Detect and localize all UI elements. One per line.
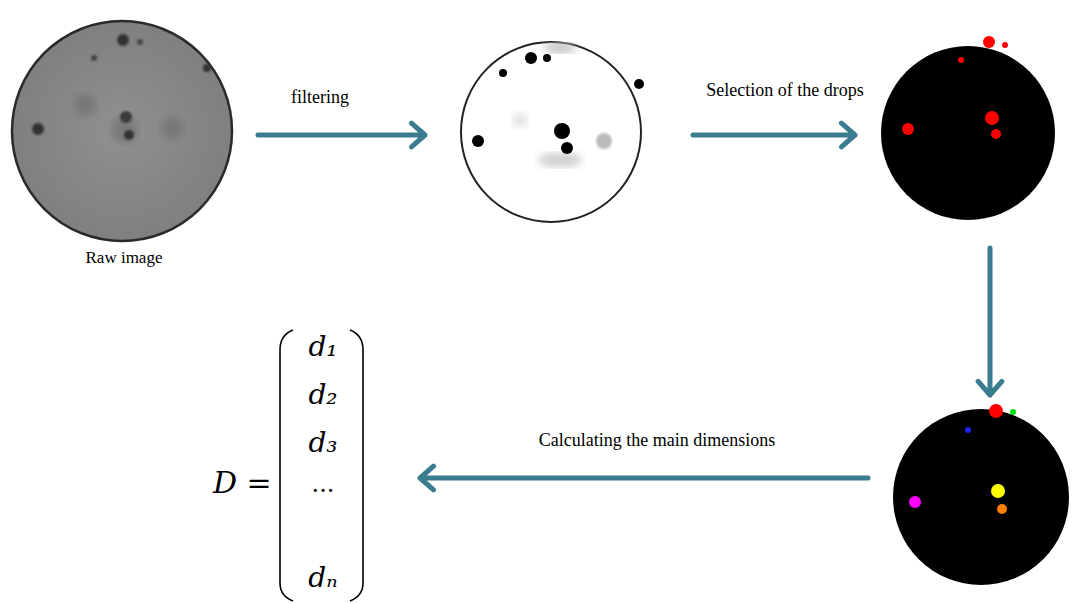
raw-image bbox=[12, 21, 232, 241]
labelled-image-node bbox=[893, 405, 1070, 590]
flow-arrow bbox=[978, 248, 1002, 395]
drop-spot bbox=[881, 46, 1055, 220]
drop-spot bbox=[472, 135, 484, 147]
drop-spot bbox=[124, 130, 134, 140]
drop-spot bbox=[461, 42, 641, 222]
matrix-entry: dₙ bbox=[283, 561, 363, 595]
matrix-entry: ... bbox=[283, 470, 363, 499]
drop-spot bbox=[989, 404, 1003, 418]
step-label: Calculating the main dimensions bbox=[537, 430, 777, 451]
drop-spot bbox=[137, 39, 143, 45]
flow-arrow bbox=[693, 123, 855, 147]
flow-arrow bbox=[258, 123, 425, 147]
filtered-image bbox=[461, 42, 644, 222]
drop-spot bbox=[91, 55, 97, 61]
drop-spot bbox=[909, 496, 921, 508]
matrix-node: D =d₁d₂d₃...dₙ bbox=[225, 325, 365, 603]
drop-spot bbox=[12, 21, 232, 241]
drop-spot bbox=[161, 117, 183, 139]
step-label: filtering bbox=[289, 87, 351, 108]
drop-spot bbox=[543, 54, 551, 62]
drop-spot bbox=[513, 113, 527, 127]
filtered-image-node bbox=[460, 42, 642, 224]
matrix-entry: d₂ bbox=[283, 378, 363, 412]
step-label: Selection of the drops bbox=[704, 80, 865, 101]
drop-spot bbox=[32, 123, 44, 135]
selected-drops bbox=[881, 36, 1055, 220]
drop-spot bbox=[893, 409, 1069, 585]
drop-spot bbox=[1010, 409, 1016, 415]
flow-arrow bbox=[420, 466, 868, 490]
drop-spot bbox=[985, 111, 999, 125]
matrix-entry: d₁ bbox=[283, 330, 363, 364]
matrix-entry: D = bbox=[213, 465, 273, 501]
drop-spot bbox=[350, 330, 363, 601]
drop-spot bbox=[1002, 42, 1008, 48]
drop-spot bbox=[561, 142, 573, 154]
drop-spot bbox=[74, 94, 96, 116]
drop-spot bbox=[958, 57, 964, 63]
drop-spot bbox=[120, 111, 132, 123]
drop-spot bbox=[902, 123, 914, 135]
labelled-drops bbox=[893, 404, 1069, 585]
raw-image-node: Raw image bbox=[12, 24, 236, 276]
drop-spot bbox=[499, 69, 507, 77]
drop-spot bbox=[32, 34, 211, 140]
drop-spot bbox=[117, 34, 129, 46]
drop-spot bbox=[280, 330, 293, 601]
drop-spot bbox=[544, 43, 576, 53]
drop-spot bbox=[596, 133, 612, 149]
drop-spot bbox=[203, 64, 211, 72]
drop-spot bbox=[991, 129, 1001, 139]
drop-spot bbox=[554, 123, 570, 139]
matrix-brackets bbox=[280, 330, 363, 601]
drop-spot bbox=[525, 52, 537, 64]
drop-spot bbox=[965, 427, 971, 433]
drop-spot bbox=[991, 484, 1005, 498]
drop-spot bbox=[983, 36, 995, 48]
drop-spot bbox=[538, 153, 582, 167]
image-caption: Raw image bbox=[12, 248, 236, 268]
drop-spot bbox=[997, 504, 1007, 514]
matrix-entry: d₃ bbox=[283, 426, 363, 460]
drop-spot bbox=[634, 79, 644, 89]
selection-image-node bbox=[880, 45, 1054, 221]
